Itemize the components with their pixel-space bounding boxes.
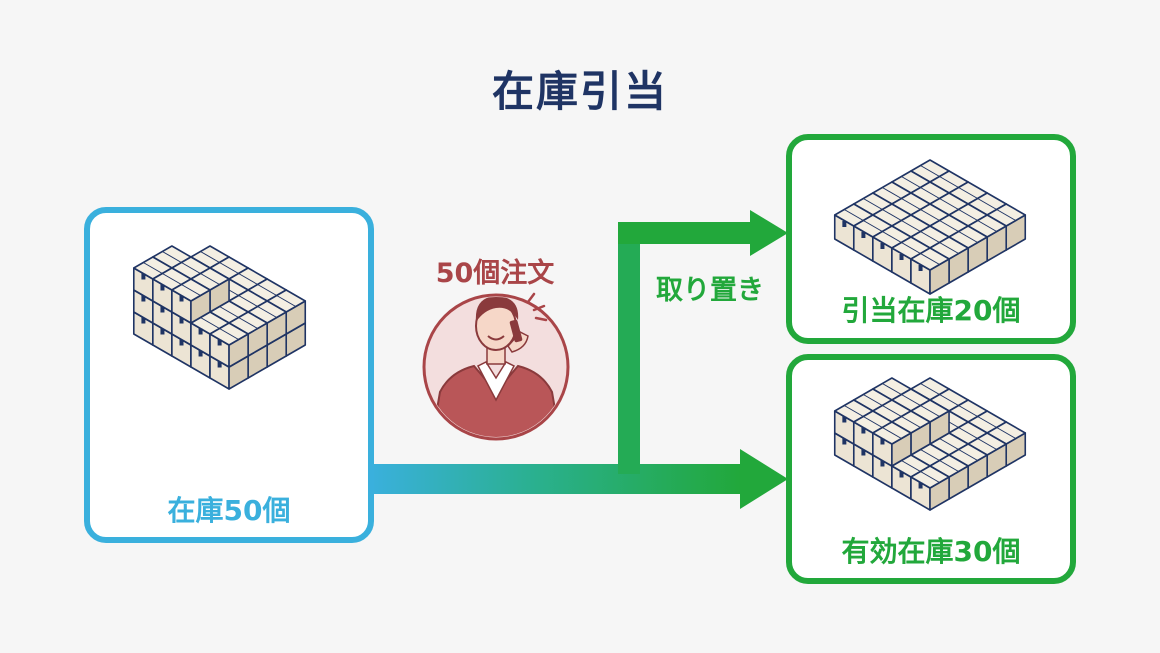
customer-phone-icon bbox=[422, 292, 570, 441]
reserved-stock-label: 引当在庫20個 bbox=[841, 294, 1021, 327]
branch-arrow-shaft bbox=[618, 222, 752, 244]
available-stock-label: 有効在庫30個 bbox=[841, 535, 1021, 568]
hold-label: 取り置き bbox=[656, 275, 764, 306]
main-flow-arrow-shaft bbox=[370, 464, 742, 494]
reserved-box-pile-illustration bbox=[833, 159, 1027, 295]
source-stock-label: 在庫50個 bbox=[167, 494, 291, 527]
branch-arrow-head bbox=[750, 210, 788, 256]
available-box-pile-illustration bbox=[833, 377, 1027, 511]
main-flow-arrow-head bbox=[740, 449, 788, 509]
order-label: 50個注文 bbox=[435, 258, 555, 289]
branch-arrow-vertical bbox=[618, 222, 640, 474]
page-title: 在庫引当 bbox=[491, 67, 668, 116]
source-box-pile-illustration bbox=[132, 245, 307, 390]
